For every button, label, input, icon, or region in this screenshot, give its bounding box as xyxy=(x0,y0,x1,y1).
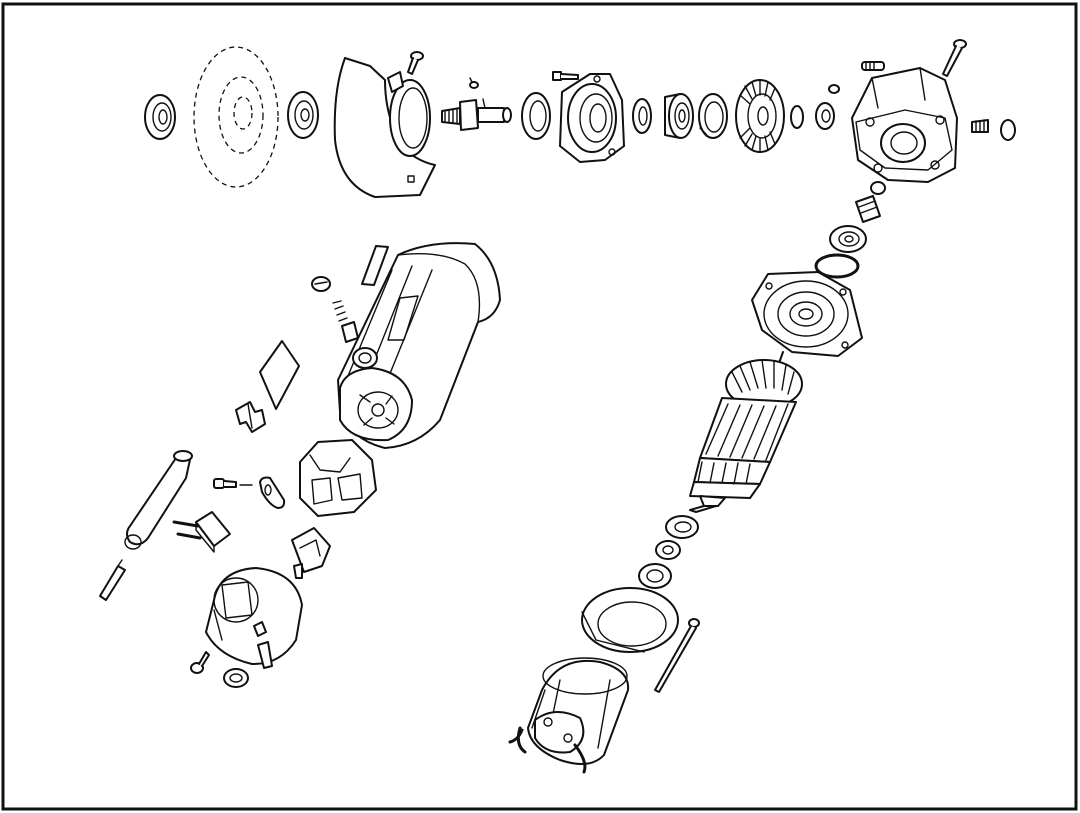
end-cap xyxy=(205,567,303,669)
bevel-gear xyxy=(735,79,785,153)
bearing-plate xyxy=(559,73,625,163)
spindle xyxy=(441,98,512,131)
air-baffle xyxy=(581,587,679,653)
armature-rear-bearing xyxy=(638,515,699,589)
gear-housing-bolt xyxy=(942,39,967,77)
field-stator xyxy=(508,657,630,774)
gear-housing-seal xyxy=(521,92,551,140)
brush-holder xyxy=(235,401,266,433)
spindle-lock-button xyxy=(861,61,885,71)
lock-pin xyxy=(828,84,840,94)
end-cap-screw xyxy=(190,651,210,674)
needle-bearing xyxy=(815,102,835,130)
flange-nut xyxy=(144,94,176,140)
inner-flange xyxy=(287,91,319,139)
key-pin-mark xyxy=(469,77,473,83)
thrust-washer xyxy=(632,98,652,134)
rating-label xyxy=(361,245,389,286)
insulation-sheet xyxy=(259,340,300,410)
retaining-ring xyxy=(698,93,728,139)
carbon-brush xyxy=(311,276,359,343)
grommet xyxy=(223,668,249,688)
bearing-plate-screw xyxy=(552,71,579,81)
spindle-bearing xyxy=(664,93,694,139)
switch-bracket xyxy=(299,439,377,517)
lock-ring xyxy=(790,105,804,129)
motor-bearing-plate xyxy=(751,271,863,357)
pinion-gear xyxy=(855,181,886,223)
wheel-guard xyxy=(333,57,436,198)
guard-screw xyxy=(407,51,424,75)
motor-housing xyxy=(337,242,501,449)
stator-screw xyxy=(654,618,700,693)
power-cord xyxy=(99,559,126,601)
gear-housing xyxy=(851,67,958,183)
cord-guard xyxy=(124,450,193,550)
armature xyxy=(689,351,803,513)
switch-screw xyxy=(213,478,253,489)
side-handle-insert xyxy=(971,119,1016,141)
noise-filter xyxy=(172,511,231,553)
grinding-disc xyxy=(193,46,279,188)
armature-front-bearing xyxy=(829,225,867,253)
o-ring xyxy=(814,253,860,279)
capacitor xyxy=(259,476,286,509)
switch xyxy=(291,527,331,579)
key-pin xyxy=(469,81,479,89)
